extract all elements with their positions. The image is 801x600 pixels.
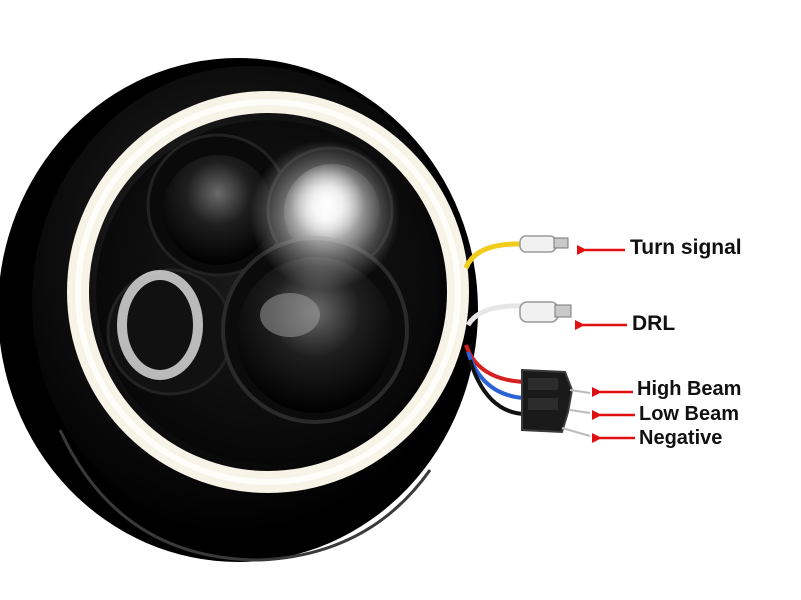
rim-highlight bbox=[58, 429, 432, 562]
projector-lenses bbox=[106, 133, 409, 424]
yellow-wire bbox=[463, 241, 535, 270]
led-glow bbox=[250, 140, 400, 290]
red-wire bbox=[464, 344, 526, 384]
connectors bbox=[519, 235, 591, 437]
turn-signal-connector bbox=[519, 235, 569, 253]
high-beam-label: High Beam bbox=[637, 378, 742, 400]
pointer-arrows bbox=[575, 245, 635, 443]
lens-top-left bbox=[163, 155, 273, 265]
h4-plug-connector bbox=[521, 368, 591, 437]
black-wire bbox=[468, 359, 525, 416]
headlight-body bbox=[0, 58, 478, 562]
drl-connector bbox=[519, 301, 572, 323]
lens-left-ring bbox=[117, 270, 203, 380]
drl-label: DRL bbox=[632, 312, 676, 335]
negative-label: Negative bbox=[639, 427, 723, 449]
low-beam-label: Low Beam bbox=[639, 403, 740, 425]
turn-signal-label: Turn signal bbox=[630, 236, 742, 259]
